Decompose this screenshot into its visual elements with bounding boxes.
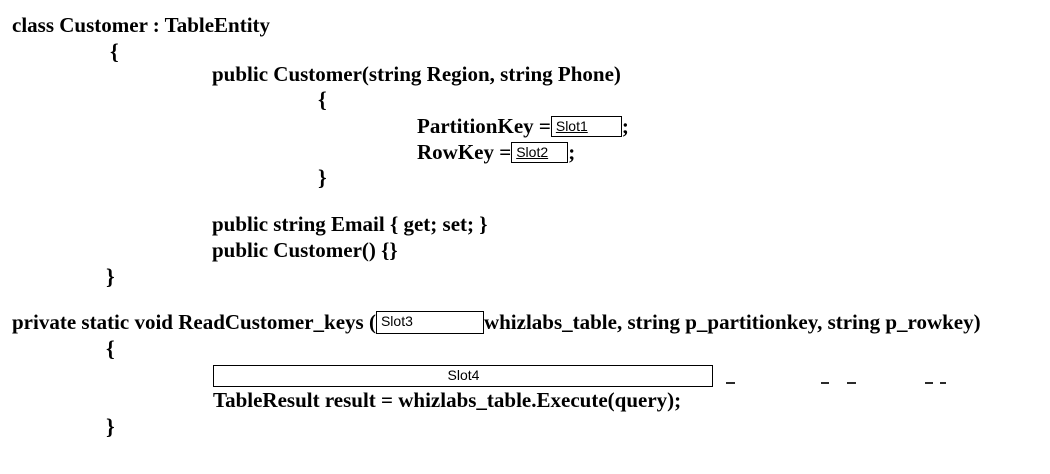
partitionkey-semicolon: ; bbox=[621, 114, 629, 138]
brace-constructor-open: { bbox=[318, 87, 327, 112]
slot4-input[interactable]: Slot4 bbox=[213, 365, 713, 387]
glyph-artifact bbox=[726, 382, 735, 384]
rowkey-label: RowKey = bbox=[417, 140, 512, 164]
code-line-default-constructor: public Customer() {} bbox=[212, 238, 398, 262]
brace-method-open: { bbox=[106, 336, 115, 361]
brace-method-close: } bbox=[106, 414, 115, 439]
code-line-class-declaration: class Customer : TableEntity bbox=[12, 13, 271, 37]
method-signature-prefix: private static void ReadCustomer_keys ( bbox=[12, 310, 376, 334]
slot2-input[interactable]: Slot2 bbox=[511, 142, 569, 163]
rowkey-semicolon: ; bbox=[568, 140, 576, 164]
glyph-artifact bbox=[925, 382, 933, 384]
code-line-email-property: public string Email { get; set; } bbox=[212, 212, 488, 236]
code-row-method-signature: private static void ReadCustomer_keys ( … bbox=[12, 311, 981, 334]
code-row-rowkey: RowKey = Slot2 ; bbox=[417, 142, 575, 163]
method-signature-suffix: whizlabs_table, string p_partitionkey, s… bbox=[483, 310, 981, 334]
code-row-partitionkey: PartitionKey = Slot1 ; bbox=[417, 116, 629, 137]
slot3-input[interactable]: Slot3 bbox=[375, 311, 484, 334]
code-line-constructor-signature: public Customer(string Region, string Ph… bbox=[212, 62, 621, 86]
glyph-artifact bbox=[821, 382, 829, 384]
code-line-tableresult-execute: TableResult result = whizlabs_table.Exec… bbox=[213, 388, 682, 412]
brace-constructor-close: } bbox=[318, 165, 327, 190]
slot1-input[interactable]: Slot1 bbox=[550, 116, 622, 137]
brace-class-close: } bbox=[106, 264, 115, 289]
glyph-artifact bbox=[940, 382, 946, 384]
partitionkey-label: PartitionKey = bbox=[417, 114, 551, 138]
brace-class-open: { bbox=[110, 39, 119, 64]
glyph-artifact bbox=[847, 382, 856, 384]
